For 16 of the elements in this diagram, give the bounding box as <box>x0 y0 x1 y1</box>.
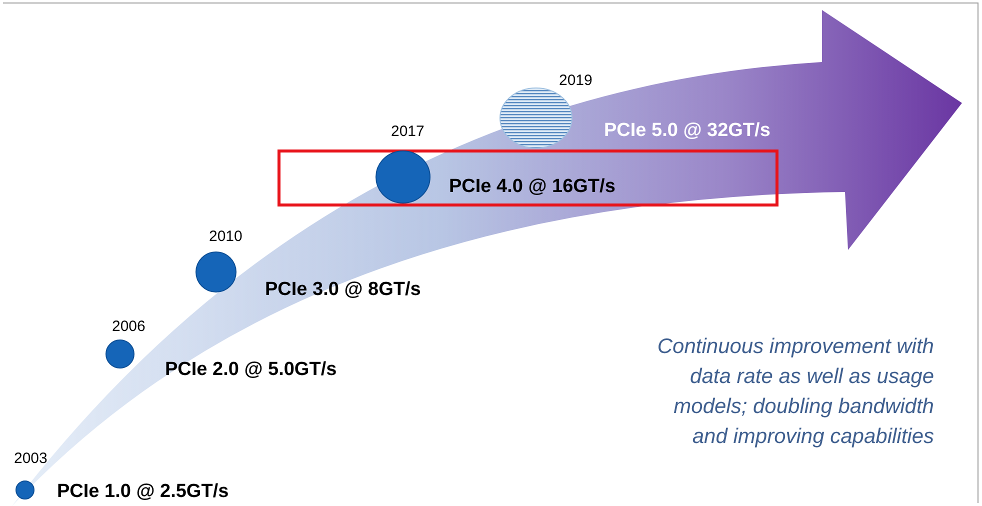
description-text: Continuous improvement with data rate as well as usage models; doubling bandwidth and improving capabilities <box>656 334 934 450</box>
year-label: 2006 <box>112 318 146 335</box>
version-label: PCIe 1.0 @ 2.5GT/s <box>57 481 229 503</box>
version-label: PCIe 5.0 @ 32GT/s <box>604 120 770 142</box>
milestone-dot <box>106 340 134 368</box>
year-label: 2010 <box>209 228 242 245</box>
year-label: 2019 <box>559 72 592 89</box>
milestone-dot <box>196 252 236 292</box>
version-label: PCIe 4.0 @ 16GT/s <box>449 176 616 198</box>
milestone-dot <box>500 88 572 148</box>
version-label: PCIe 2.0 @ 5.0GT/s <box>165 359 337 381</box>
year-label: 2003 <box>14 450 48 467</box>
milestone-dot <box>376 150 430 204</box>
version-label: PCIe 3.0 @ 8GT/s <box>265 279 421 301</box>
milestone-dot <box>16 480 34 500</box>
year-label: 2017 <box>391 123 424 140</box>
